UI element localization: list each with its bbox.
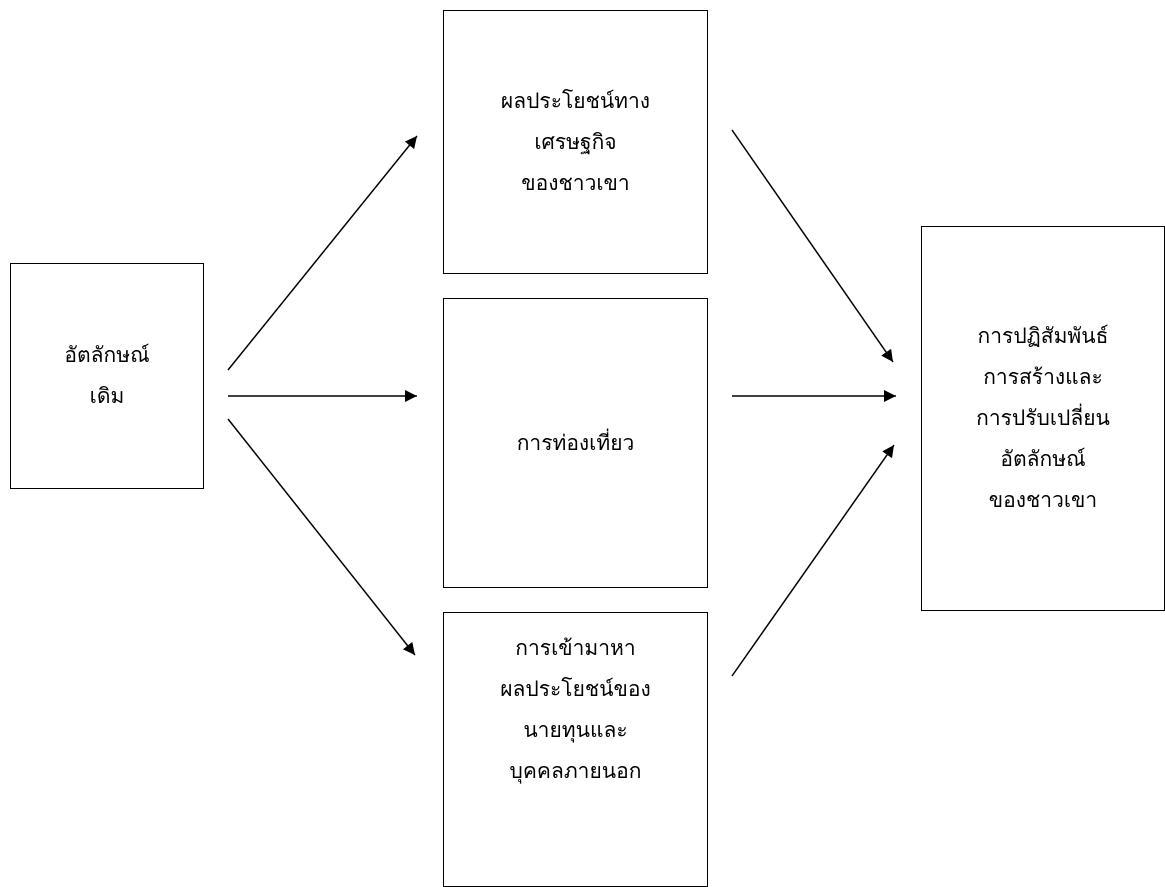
node-original-identity-line-1: อัตลักษณ์ [64, 343, 150, 367]
arrow-outsiders-to-outcome [731, 444, 895, 677]
arrow-original-to-outsiders [227, 418, 416, 656]
node-identity-outcome-line-4: อัตลักษณ์ [1000, 447, 1086, 471]
node-original-identity: อัตลักษณ์ เดิม [10, 263, 204, 489]
node-economic-benefits: ผลประโยชน์ทาง เศรษฐกิจ ของชาวเขา [443, 10, 708, 274]
node-identity-outcome-line-1: การปฏิสัมพันธ์ [977, 324, 1109, 348]
node-tourism: การท่องเที่ยว [443, 298, 708, 588]
node-tourism-line-1: การท่องเที่ยว [516, 430, 635, 455]
node-original-identity-line-2: เดิม [89, 384, 125, 408]
node-economic-benefits-line-3: ของชาวเขา [521, 170, 630, 195]
node-identity-outcome-line-2: การสร้างและ [983, 365, 1103, 389]
node-identity-outcome: การปฏิสัมพันธ์ การสร้างและ การปรับเปลี่ย… [921, 226, 1165, 611]
node-identity-outcome-line-5: ของชาวเขา [988, 488, 1098, 512]
node-identity-outcome-line-3: การปรับเปลี่ยน [976, 406, 1110, 430]
node-economic-benefits-line-1: ผลประโยชน์ทาง [500, 88, 651, 113]
node-economic-benefits-line-2: เศรษฐกิจ [534, 129, 617, 154]
node-outsider-interests-line-3: นายทุนและ [523, 718, 628, 742]
arrow-original-to-economic [227, 135, 418, 371]
node-outsider-interests-line-1: การเข้ามาหา [515, 636, 636, 660]
node-outsider-interests: การเข้ามาหา ผลประโยชน์ของ นายทุนและ บุคค… [443, 612, 708, 887]
arrow-economic-to-outcome [731, 129, 894, 363]
node-outsider-interests-line-4: บุคคลภายนอก [509, 759, 642, 783]
node-outsider-interests-line-2: ผลประโยชน์ของ [500, 677, 651, 701]
